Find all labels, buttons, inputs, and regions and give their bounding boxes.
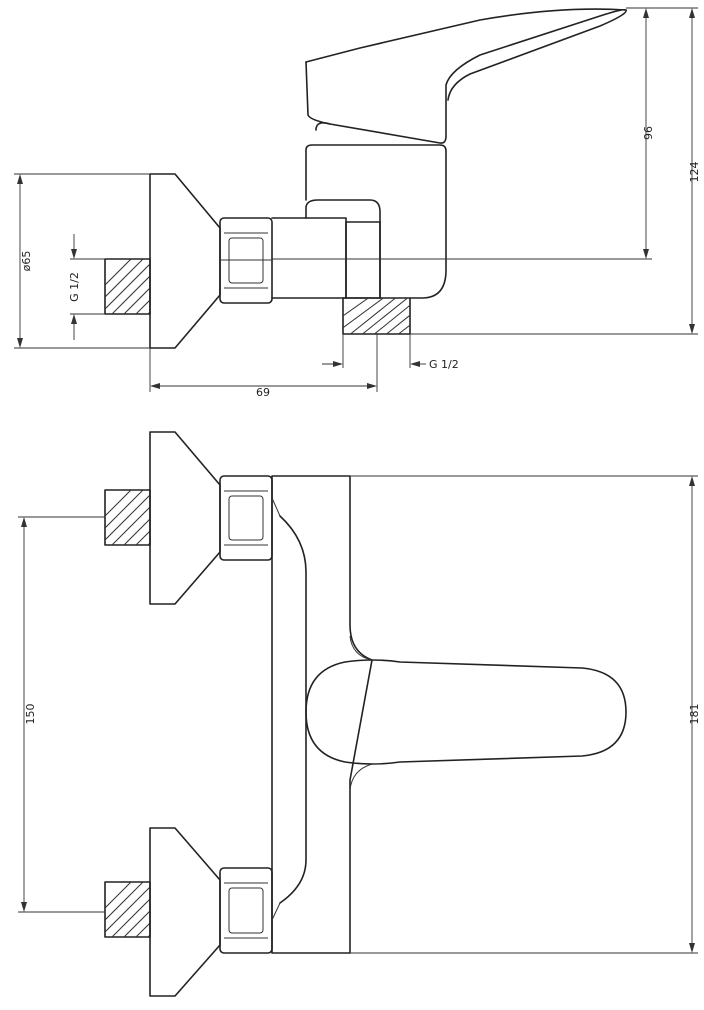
- outlet-thread-side: [342, 297, 411, 335]
- dim-outlet-thread: G 1/2: [322, 334, 459, 371]
- dim-inlet-thread: G 1/2: [68, 234, 105, 340]
- eccentric-connector-side: [271, 217, 347, 299]
- dim-overall-height: 124: [410, 7, 701, 335]
- side-view: ø65 G 1/2 G 1/2 69: [14, 7, 701, 399]
- upper-inlet-front: [104, 431, 273, 605]
- lower-inlet-front: [104, 827, 273, 997]
- hex-nut-side: [219, 217, 273, 304]
- lever-side: [305, 8, 627, 144]
- dim-inlet-spacing: 150: [18, 516, 105, 913]
- inlet-thread-label: G 1/2: [68, 272, 81, 302]
- dim-overall-width: 181: [350, 475, 701, 954]
- front-view: 150 181: [18, 431, 701, 997]
- overall-width-label: 181: [688, 704, 701, 725]
- dim-flange-diameter: ø65: [14, 173, 150, 349]
- inlet-thread-side: [104, 258, 151, 315]
- lever-height-label: 96: [642, 126, 655, 140]
- mixer-body-front: [271, 475, 373, 954]
- inlet-spacing-label: 150: [24, 704, 37, 725]
- dim-lever-height: 96: [272, 7, 655, 260]
- dim-depth: 69: [149, 334, 378, 399]
- overall-height-label: 124: [688, 162, 701, 183]
- depth-label: 69: [256, 386, 270, 399]
- outlet-thread-label: G 1/2: [429, 358, 459, 371]
- lever-front: [305, 659, 627, 765]
- mixer-body-side: [305, 144, 447, 299]
- cover-flange-side: [149, 173, 221, 349]
- flange-diameter-label: ø65: [20, 251, 33, 272]
